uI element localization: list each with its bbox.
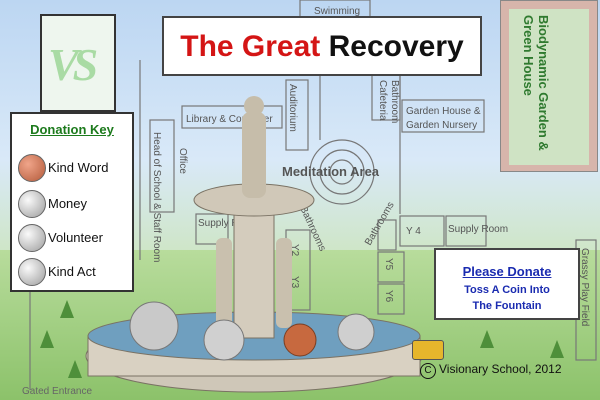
donate-instruction-1: Toss A Coin Into: [464, 284, 550, 296]
quarter-icon: [18, 258, 46, 286]
key-label: Kind Word: [48, 160, 109, 175]
map-label-y5: Y5: [383, 258, 394, 271]
map-label-y6: Y6: [383, 290, 394, 303]
donate-instruction-2: The Fountain: [472, 300, 542, 312]
map-label-garden-house: Garden House &: [406, 106, 481, 117]
donate-panel[interactable]: Please Donate Toss A Coin Into The Fount…: [434, 248, 580, 320]
map-label-supply-room-left: Supply Room: [198, 218, 258, 229]
copyright-icon: C: [420, 363, 436, 379]
map-label-garden-nursery: Garden Nursery: [406, 120, 477, 131]
tree-icon: [68, 360, 82, 378]
tree-icon: [550, 340, 564, 358]
please-donate-link[interactable]: Please Donate: [462, 264, 552, 279]
coin-icon: [283, 323, 317, 357]
game-title: The Great Recovery: [164, 30, 480, 64]
map-label-bathroom: Bathroom: [389, 80, 400, 123]
fountain-illustration[interactable]: [84, 88, 424, 398]
garden-panel: Biodynamic Garden & Green House: [500, 0, 598, 172]
map-label-y4: Y 4: [406, 226, 421, 237]
map-label-supply-room-right: Supply Room: [448, 224, 508, 235]
title-banner: The Great Recovery: [162, 16, 482, 76]
key-label: Money: [48, 196, 88, 211]
map-label-cafeteria: Cafeteria: [377, 80, 388, 121]
tree-icon: [60, 300, 74, 318]
penny-icon: [18, 154, 46, 182]
key-label: Volunteer: [48, 230, 103, 245]
coin-icon: [129, 301, 179, 351]
dime-icon: [18, 224, 46, 252]
tree-icon: [480, 330, 494, 348]
copyright-text: Visionary School, 2012: [439, 362, 562, 376]
map-label-meditation: Meditation Area: [282, 164, 380, 179]
map-label-auditorium: Auditorium: [287, 84, 298, 132]
map-label-head-office: Head of School & Staff Room: [151, 132, 162, 262]
donation-key-panel: Donation Key Kind Word Money Volunteer K…: [10, 112, 134, 292]
coin-icon: [203, 319, 245, 361]
coin-icon: [337, 313, 375, 351]
map-label-office: Office: [177, 148, 188, 174]
map-label-gated-entrance: Gated Entrance: [22, 386, 93, 397]
logo-text: VS: [48, 39, 98, 90]
map-label-swimming: Swimming: [314, 6, 360, 17]
map-label-y3: Y3: [289, 276, 300, 289]
school-logo: VS: [40, 14, 116, 112]
nickel-icon: [18, 190, 46, 218]
tree-icon: [40, 330, 54, 348]
garden-plot-image: [509, 9, 589, 165]
map-label-y2: Y2: [289, 244, 300, 257]
map-label-library: Library & Computer: [186, 114, 273, 125]
key-label: Kind Act: [48, 264, 96, 279]
map-label-play-field: Grassy Play Field: [579, 248, 590, 326]
donation-key-title: Donation Key: [30, 122, 114, 137]
title-part-red: The Great: [180, 30, 321, 63]
garden-title: Biodynamic Garden & Green House: [521, 15, 551, 151]
title-part-black: Recovery: [328, 30, 464, 63]
bus-icon: [412, 340, 444, 360]
